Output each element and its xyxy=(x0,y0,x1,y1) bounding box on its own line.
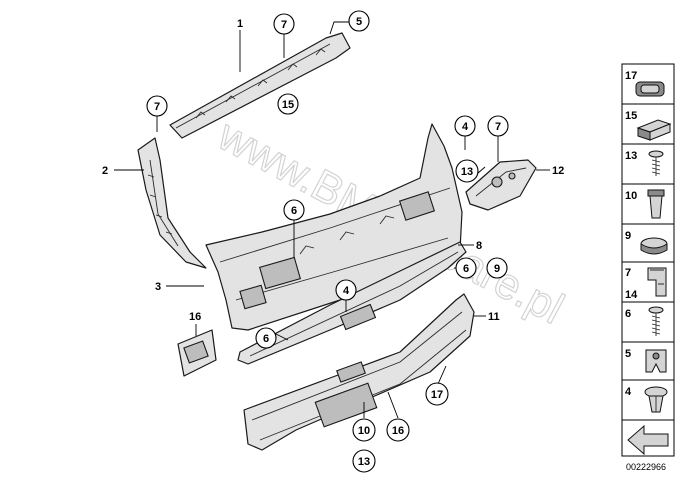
part-lower-trim xyxy=(243,293,475,451)
part-lock-cover xyxy=(465,159,537,211)
side-item-5: 5 xyxy=(625,348,631,360)
direction-arrow-icon xyxy=(627,424,669,456)
part-middle-trim-strip xyxy=(237,241,467,365)
side-item-6: 6 xyxy=(625,308,631,320)
side-item-10: 10 xyxy=(625,190,637,202)
side-item-13: 13 xyxy=(625,150,637,162)
callout-17: 17 xyxy=(431,389,443,401)
callout-4a: 4 xyxy=(462,121,469,133)
side-item-4: 4 xyxy=(625,386,632,398)
grommet-icon xyxy=(635,81,665,97)
callouts: 1 7 5 15 7 2 3 4 7 13 12 6 8 6 9 4 6 16 … xyxy=(102,10,564,473)
expanding-nut-icon xyxy=(647,189,665,219)
callout-2: 2 xyxy=(102,165,108,177)
callout-5: 5 xyxy=(356,16,362,28)
part-small-cover xyxy=(177,329,217,377)
side-item-17: 17 xyxy=(625,70,637,82)
callout-12: 12 xyxy=(552,165,564,177)
plug-icon xyxy=(640,237,668,255)
leader-lines xyxy=(114,21,550,419)
spring-nut-icon xyxy=(645,349,667,373)
callout-10: 10 xyxy=(358,425,370,437)
foam-block-icon xyxy=(636,119,672,141)
callout-16a: 16 xyxy=(189,311,201,323)
side-item-9: 9 xyxy=(625,230,631,242)
callout-6a: 6 xyxy=(291,205,297,217)
callout-3: 3 xyxy=(155,281,161,293)
callout-6c: 6 xyxy=(263,333,269,345)
callout-15: 15 xyxy=(282,99,294,111)
side-item-7: 7 xyxy=(625,267,631,279)
callout-7c: 7 xyxy=(495,121,501,133)
callout-7b: 7 xyxy=(154,101,160,113)
callout-6b: 6 xyxy=(463,263,469,275)
callout-7a: 7 xyxy=(281,19,287,31)
callout-13a: 13 xyxy=(461,166,473,178)
push-rivet-icon xyxy=(644,386,668,413)
side-item-14: 14 xyxy=(625,289,638,301)
callout-9: 9 xyxy=(494,263,500,275)
diagram-code: 00222966 xyxy=(626,462,666,472)
callout-8: 8 xyxy=(476,240,482,252)
callout-16b: 16 xyxy=(392,425,404,437)
part-left-side-trim xyxy=(137,137,207,269)
screw-icon xyxy=(648,150,664,176)
side-item-15: 15 xyxy=(625,110,637,122)
callout-1: 1 xyxy=(237,18,243,30)
part-upper-trim-strip xyxy=(169,32,351,139)
callout-11: 11 xyxy=(488,311,500,323)
side-panel: 17 15 13 10 9 xyxy=(621,63,675,472)
screw-icon xyxy=(648,306,664,336)
clip-icon xyxy=(647,267,667,297)
callout-4b: 4 xyxy=(343,285,350,297)
callout-13b: 13 xyxy=(358,456,370,468)
